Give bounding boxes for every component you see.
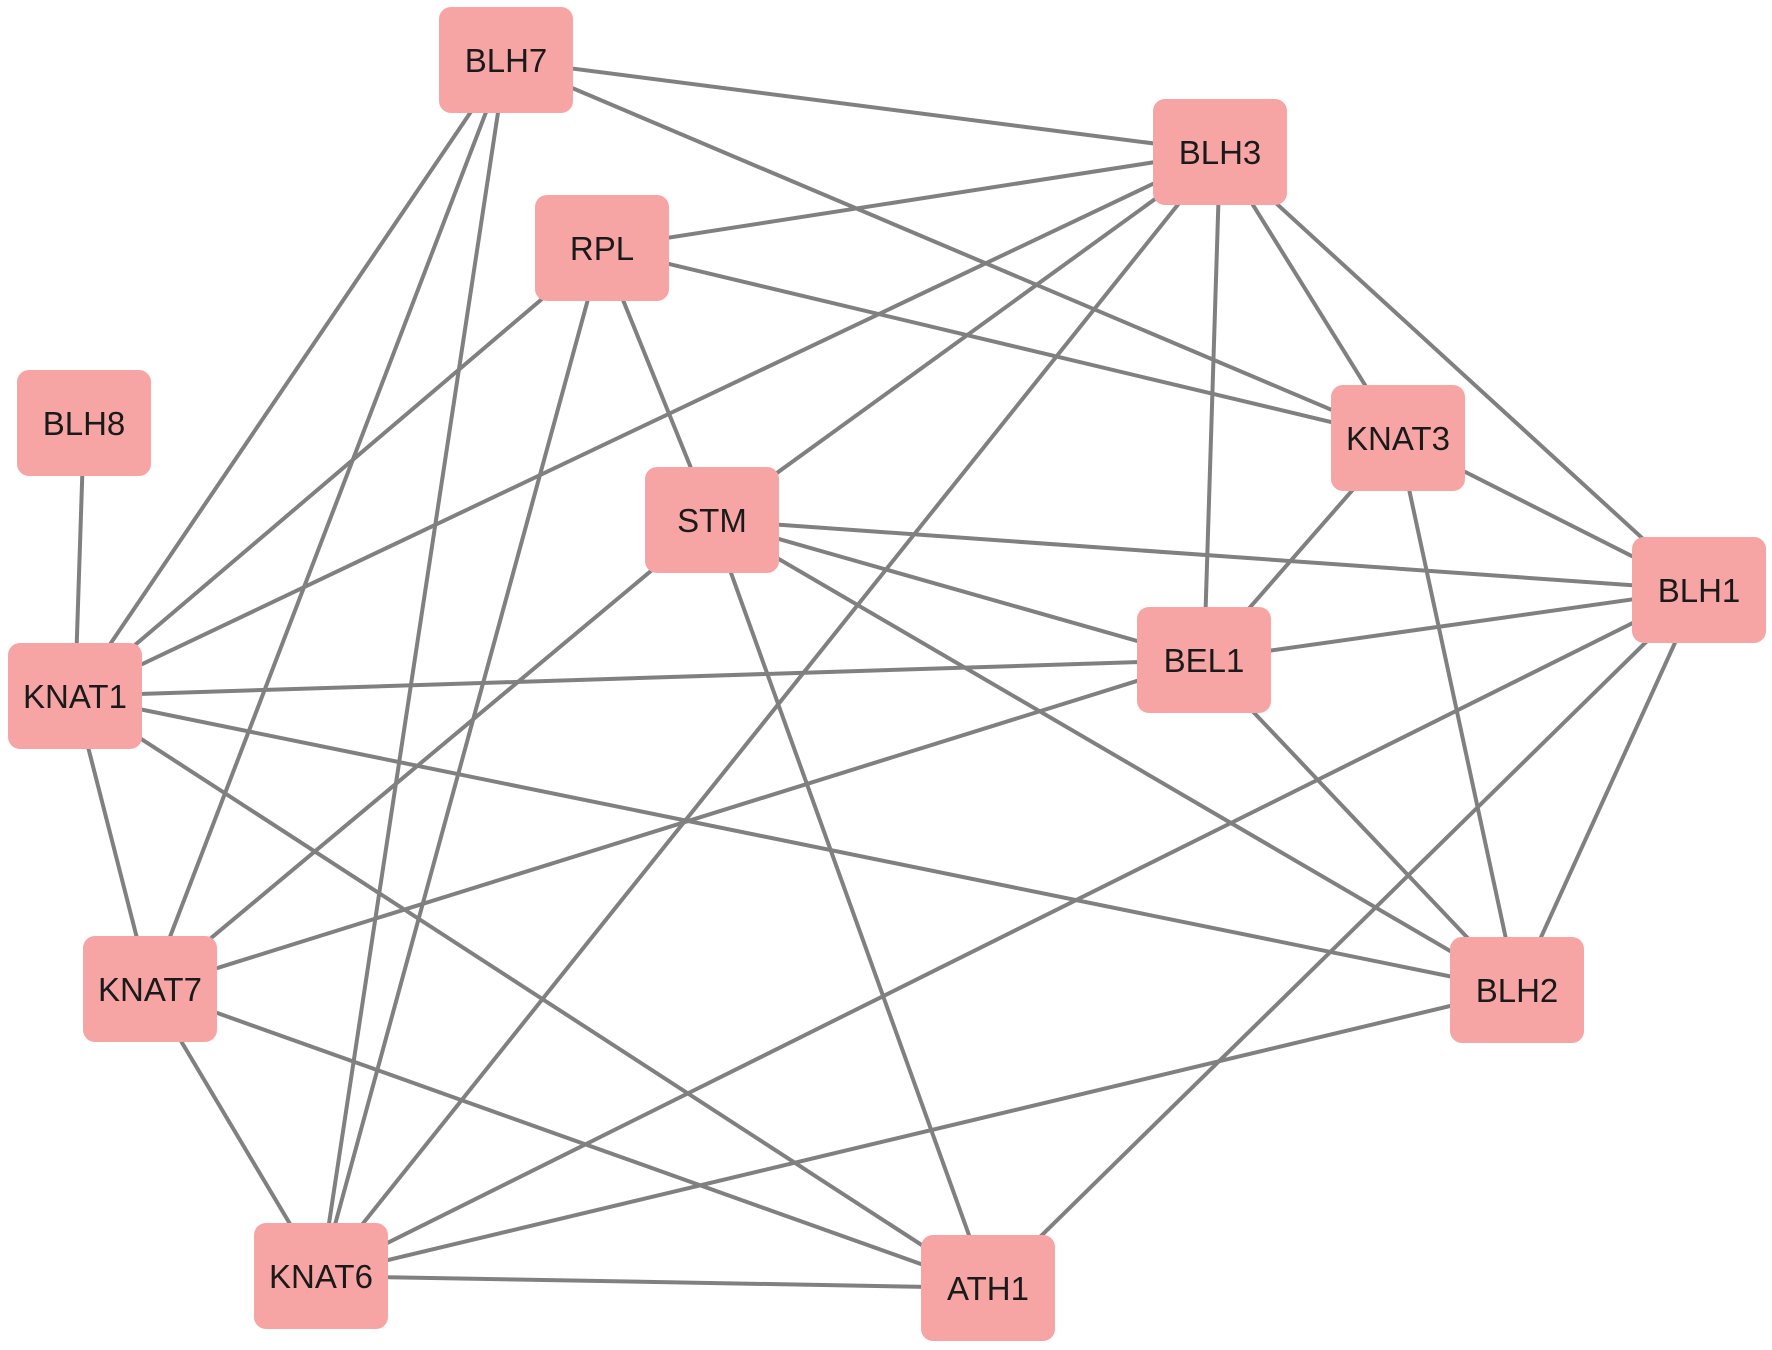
node-box[interactable] xyxy=(1632,537,1766,643)
node-label: BEL1 xyxy=(1164,642,1245,679)
node-label: RPL xyxy=(570,230,634,267)
node-label: KNAT3 xyxy=(1346,420,1450,457)
edge-bel1-knat7 xyxy=(149,658,1205,991)
node-blh3[interactable]: BLH3 xyxy=(1153,99,1287,205)
edge-blh7-knat6 xyxy=(319,59,508,1277)
node-blh8[interactable]: BLH8 xyxy=(17,370,151,476)
node-label: BLH3 xyxy=(1179,134,1262,171)
edge-blh1-knat6 xyxy=(320,588,1700,1278)
edge-bel1-blh2 xyxy=(1202,658,1519,992)
node-stm[interactable]: STM xyxy=(645,467,779,573)
node-ath1[interactable]: ATH1 xyxy=(921,1235,1055,1341)
edge-stm-blh1 xyxy=(711,518,1700,592)
edge-rpl-knat1 xyxy=(73,246,604,698)
edge-rpl-knat3 xyxy=(601,246,1399,440)
edge-stm-bel1 xyxy=(711,518,1205,662)
node-blh1[interactable]: BLH1 xyxy=(1632,537,1766,643)
edge-blh7-blh3 xyxy=(505,58,1221,154)
node-label: BLH8 xyxy=(43,405,126,442)
edge-blh7-knat3 xyxy=(505,58,1399,440)
node-knat1[interactable]: KNAT1 xyxy=(8,643,142,749)
node-label: KNAT7 xyxy=(98,971,202,1008)
node-knat6[interactable]: KNAT6 xyxy=(254,1223,388,1329)
edge-blh1-bel1 xyxy=(1203,588,1700,662)
node-rpl[interactable]: RPL xyxy=(535,195,669,301)
node-box[interactable] xyxy=(1331,385,1465,491)
node-knat3[interactable]: KNAT3 xyxy=(1331,385,1465,491)
edge-blh3-knat1 xyxy=(74,150,1221,698)
node-box[interactable] xyxy=(645,467,779,573)
edge-knat1-ath1 xyxy=(73,694,990,1290)
node-label: ATH1 xyxy=(947,1270,1029,1307)
node-box[interactable] xyxy=(439,7,573,113)
edge-blh3-blh1 xyxy=(1218,150,1701,592)
edge-knat3-blh2 xyxy=(1396,437,1519,991)
node-blh2[interactable]: BLH2 xyxy=(1450,937,1584,1043)
node-box[interactable] xyxy=(254,1223,388,1329)
node-box[interactable] xyxy=(535,195,669,301)
edge-blh1-blh2 xyxy=(1515,589,1701,991)
node-label: BLH7 xyxy=(465,42,548,79)
node-box[interactable] xyxy=(83,936,217,1042)
edge-knat1-blh2 xyxy=(74,694,1518,992)
node-label: STM xyxy=(677,502,747,539)
node-label: BLH2 xyxy=(1476,972,1559,1009)
node-label: KNAT1 xyxy=(23,678,127,715)
edges-layer xyxy=(73,58,1701,1290)
node-box[interactable] xyxy=(1137,607,1271,713)
edge-stm-blh2 xyxy=(710,518,1519,992)
node-label: KNAT6 xyxy=(269,1258,373,1295)
node-box[interactable] xyxy=(921,1235,1055,1341)
edge-blh3-rpl xyxy=(601,150,1221,250)
edge-stm-ath1 xyxy=(710,519,990,1289)
edge-bel1-knat1 xyxy=(74,658,1205,698)
edge-blh3-bel1 xyxy=(1202,151,1222,661)
edge-rpl-knat6 xyxy=(319,247,604,1277)
node-label: BLH1 xyxy=(1658,572,1741,609)
node-box[interactable] xyxy=(8,643,142,749)
node-box[interactable] xyxy=(1153,99,1287,205)
node-box[interactable] xyxy=(1450,937,1584,1043)
edge-blh3-knat6 xyxy=(319,150,1222,1278)
edge-blh2-knat6 xyxy=(320,988,1518,1278)
node-blh7[interactable]: BLH7 xyxy=(439,7,573,113)
node-knat7[interactable]: KNAT7 xyxy=(83,936,217,1042)
edge-blh1-ath1 xyxy=(986,588,1701,1290)
edge-knat6-ath1 xyxy=(320,1274,989,1290)
edge-blh7-knat1 xyxy=(73,58,508,698)
edge-blh7-knat7 xyxy=(148,59,508,990)
edge-knat7-ath1 xyxy=(149,987,989,1290)
edge-stm-knat7 xyxy=(148,518,714,991)
node-box[interactable] xyxy=(17,370,151,476)
node-bel1[interactable]: BEL1 xyxy=(1137,607,1271,713)
